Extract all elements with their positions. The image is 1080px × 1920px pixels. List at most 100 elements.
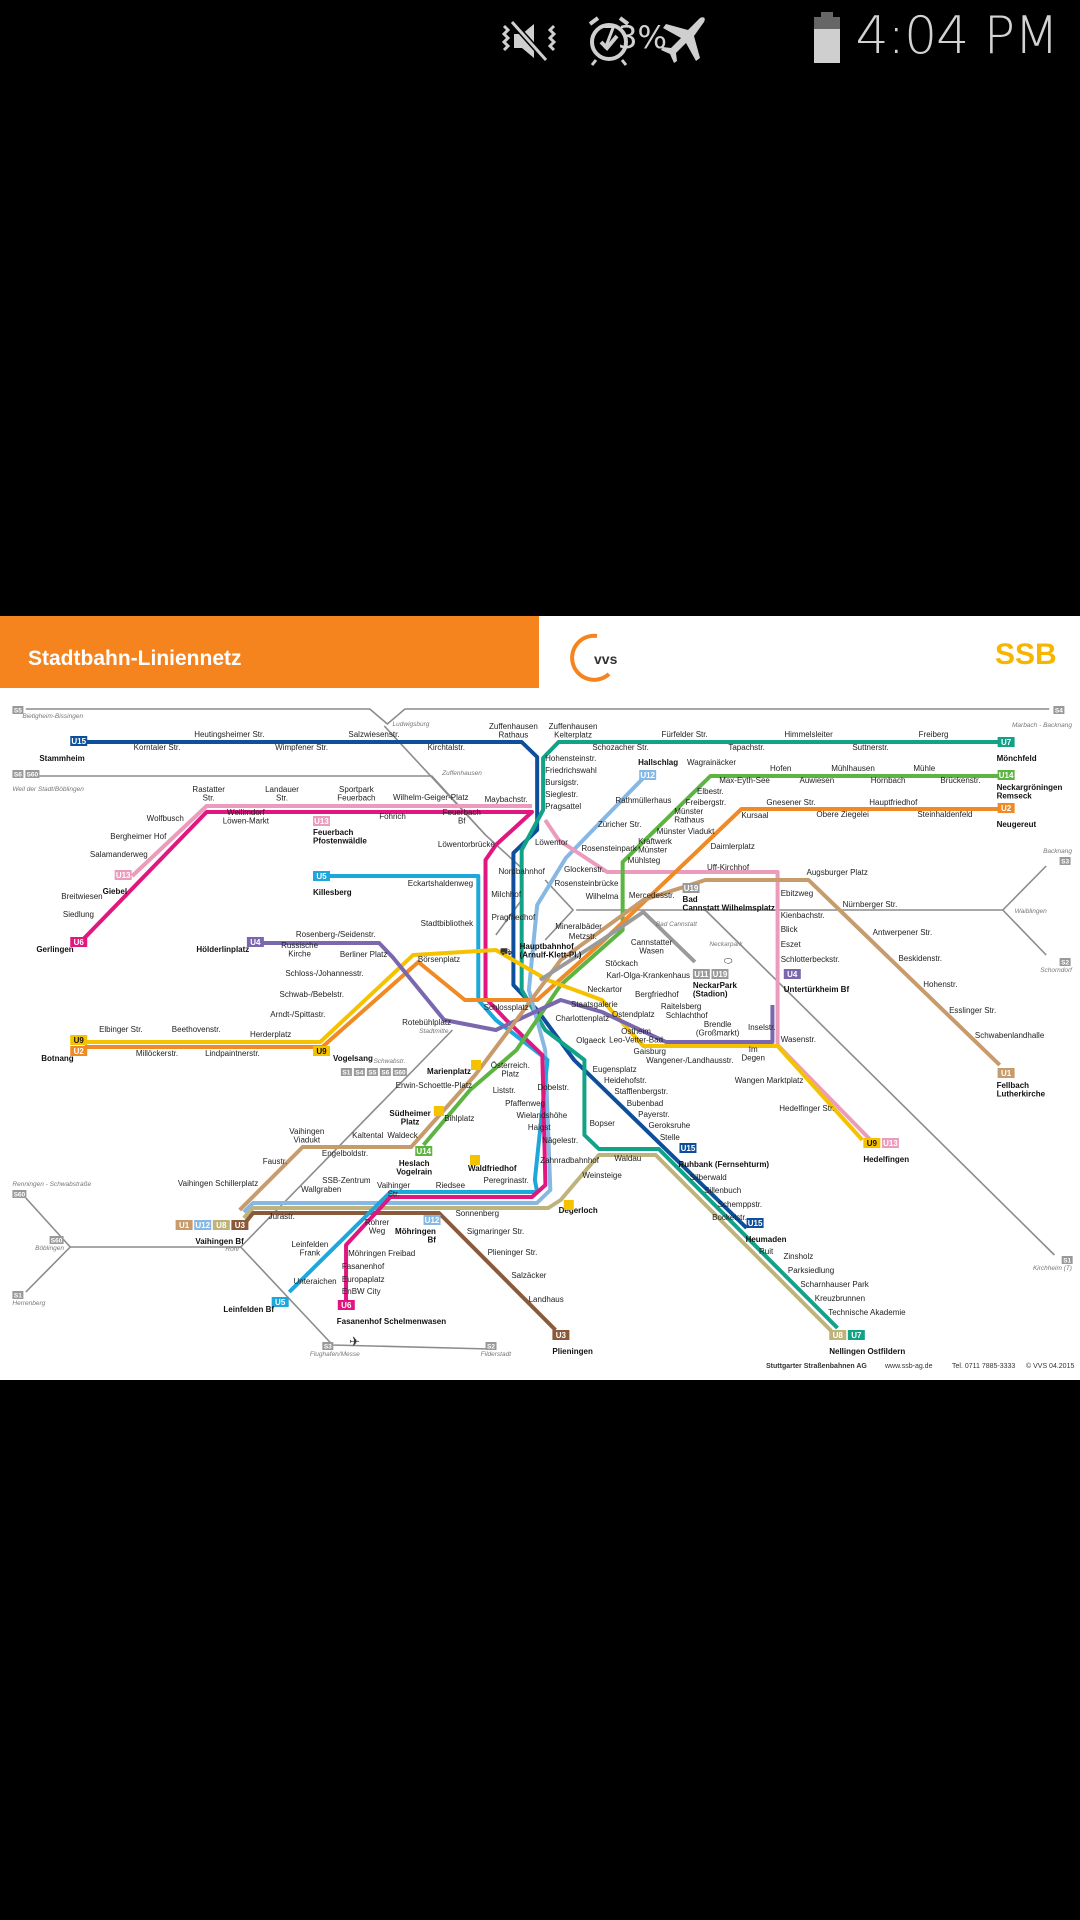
station-label: Wallgraben (301, 1185, 341, 1194)
station-label: Esslinger Str. (949, 1006, 996, 1015)
sbahn-badge (353, 1068, 365, 1076)
sbahn-badge-label: S1 (342, 1070, 350, 1077)
title-banner (0, 616, 539, 688)
station-label: Mercedesstr. (629, 891, 675, 900)
station-label: Bursigstr. (545, 778, 578, 787)
station-label: Korntaler Str. (134, 743, 181, 752)
sbahn-badge-label: S4 (355, 1070, 363, 1077)
station-label: Bubenbad (627, 1099, 663, 1108)
line-badge-label: U6 (74, 938, 85, 947)
station-label: Wangener-/Landhausstr. (646, 1056, 733, 1065)
terminus-name: Untertürkheim Bf (784, 985, 850, 994)
station-label: Elbestr. (697, 787, 724, 796)
station-label: Maybachstr. (485, 795, 528, 804)
station-label: Stöckach (605, 959, 638, 968)
station-label: Hedelfinger Str. (779, 1104, 834, 1113)
station-label: Fasanenhof (342, 1262, 385, 1271)
sbahn-line (25, 708, 1050, 726)
line-badge (312, 816, 330, 826)
sbahn-terminus: Zuffenhausen (441, 770, 482, 777)
station-labels: Heutingsheimer Str.Korntaler Str.Wimpfen… (61, 722, 1045, 1317)
station-label: Peregrinastr. (483, 1176, 528, 1185)
line-badge-label: U19 (684, 884, 699, 893)
line-u12 (242, 776, 645, 1214)
map-title: Stadtbahn-Liniennetz (28, 647, 242, 670)
station-label: Breitwiesen (61, 892, 102, 901)
line-badge (194, 1220, 212, 1230)
station-label: Jurastr. (269, 1212, 295, 1221)
station-label: Payerstr. (638, 1110, 670, 1119)
station-label: Millöckerstr. (136, 1049, 178, 1058)
station-label: Schlossplatz (484, 1003, 529, 1012)
line-badge (70, 1035, 88, 1045)
line-badge (70, 937, 88, 947)
station-label: Wielandshöhe (517, 1111, 568, 1120)
station-label: Münster Viadukt (657, 827, 715, 836)
line-badge-label: U7 (1001, 738, 1012, 747)
rack-railway-icon (433, 1106, 444, 1116)
station-label: Milchhof (491, 890, 522, 899)
station-label: Eckartshaldenweg (408, 879, 473, 888)
station-label: Heidehofstr. (604, 1076, 647, 1085)
line-badge (997, 803, 1015, 813)
line-badge-label: U6 (341, 1301, 352, 1310)
battery-percentage: 73% (598, 20, 667, 56)
station-label: Staatsgalerie (571, 1000, 618, 1009)
sbahn-station-label: Böblingen (35, 1245, 64, 1252)
station-label: Elbinger Str. (99, 1025, 143, 1034)
line-u1 (238, 878, 1002, 1212)
station-label: Weinsteige (582, 1171, 622, 1180)
station-label: Ostendplatz (612, 1010, 655, 1019)
station-label: Stelle (660, 1133, 681, 1142)
sbahn-station-label: Stadtmitte (419, 1028, 449, 1035)
sbahn-badge-label: S1 (14, 1293, 22, 1300)
station-label: Waldfriedhof (468, 1164, 517, 1173)
station-label: Rosensteinpark (581, 844, 638, 853)
sbahn-station-label: Zuffenhausen (441, 770, 482, 777)
line-badge-label: U7 (851, 1331, 862, 1340)
sbahn-station-label: Neckarpark (709, 941, 743, 948)
sbahn-line (1002, 865, 1047, 911)
sbahn-badge (322, 1342, 334, 1350)
terminus-name: Vogelsang (333, 1054, 373, 1063)
station-label: Neckartor (588, 985, 623, 994)
sbahn-badge-label: S5 (368, 1070, 376, 1077)
sbahn-badge-label: S2 (1061, 960, 1069, 967)
station-label: Marienplatz (427, 1067, 471, 1076)
line-badge-label: U15 (71, 737, 86, 746)
line-badge (271, 1297, 289, 1307)
station-label: Plieninger Str. (488, 1248, 538, 1257)
line-badge-label: U9 (74, 1036, 85, 1045)
line-badge (783, 969, 801, 979)
station-label: EnBW City (342, 1287, 381, 1296)
line-badge-label: U14 (999, 771, 1014, 780)
station-label: Glockenstr. (564, 865, 604, 874)
sbahn-badge (25, 770, 40, 778)
transit-network-map[interactable]: Stadtbahn-Liniennetz vvs SSB U15Stammhei… (0, 616, 1080, 1380)
station-label: Mühle (913, 764, 935, 773)
line-u5 (287, 874, 550, 1294)
terminus-name: Hedelfingen (863, 1155, 909, 1164)
station-label: Obere Ziegelei (816, 810, 869, 819)
station-label: Kirchtalstr. (428, 743, 465, 752)
station-label: Hornbach (871, 776, 906, 785)
station-label: Kaltental (352, 1131, 383, 1140)
sbahn-badge-label: S60 (27, 772, 39, 779)
station-label: Siedlung (63, 910, 94, 919)
sbahn-badge-label: S6 (14, 772, 22, 779)
station-label: Pragfriedhof (492, 913, 536, 922)
